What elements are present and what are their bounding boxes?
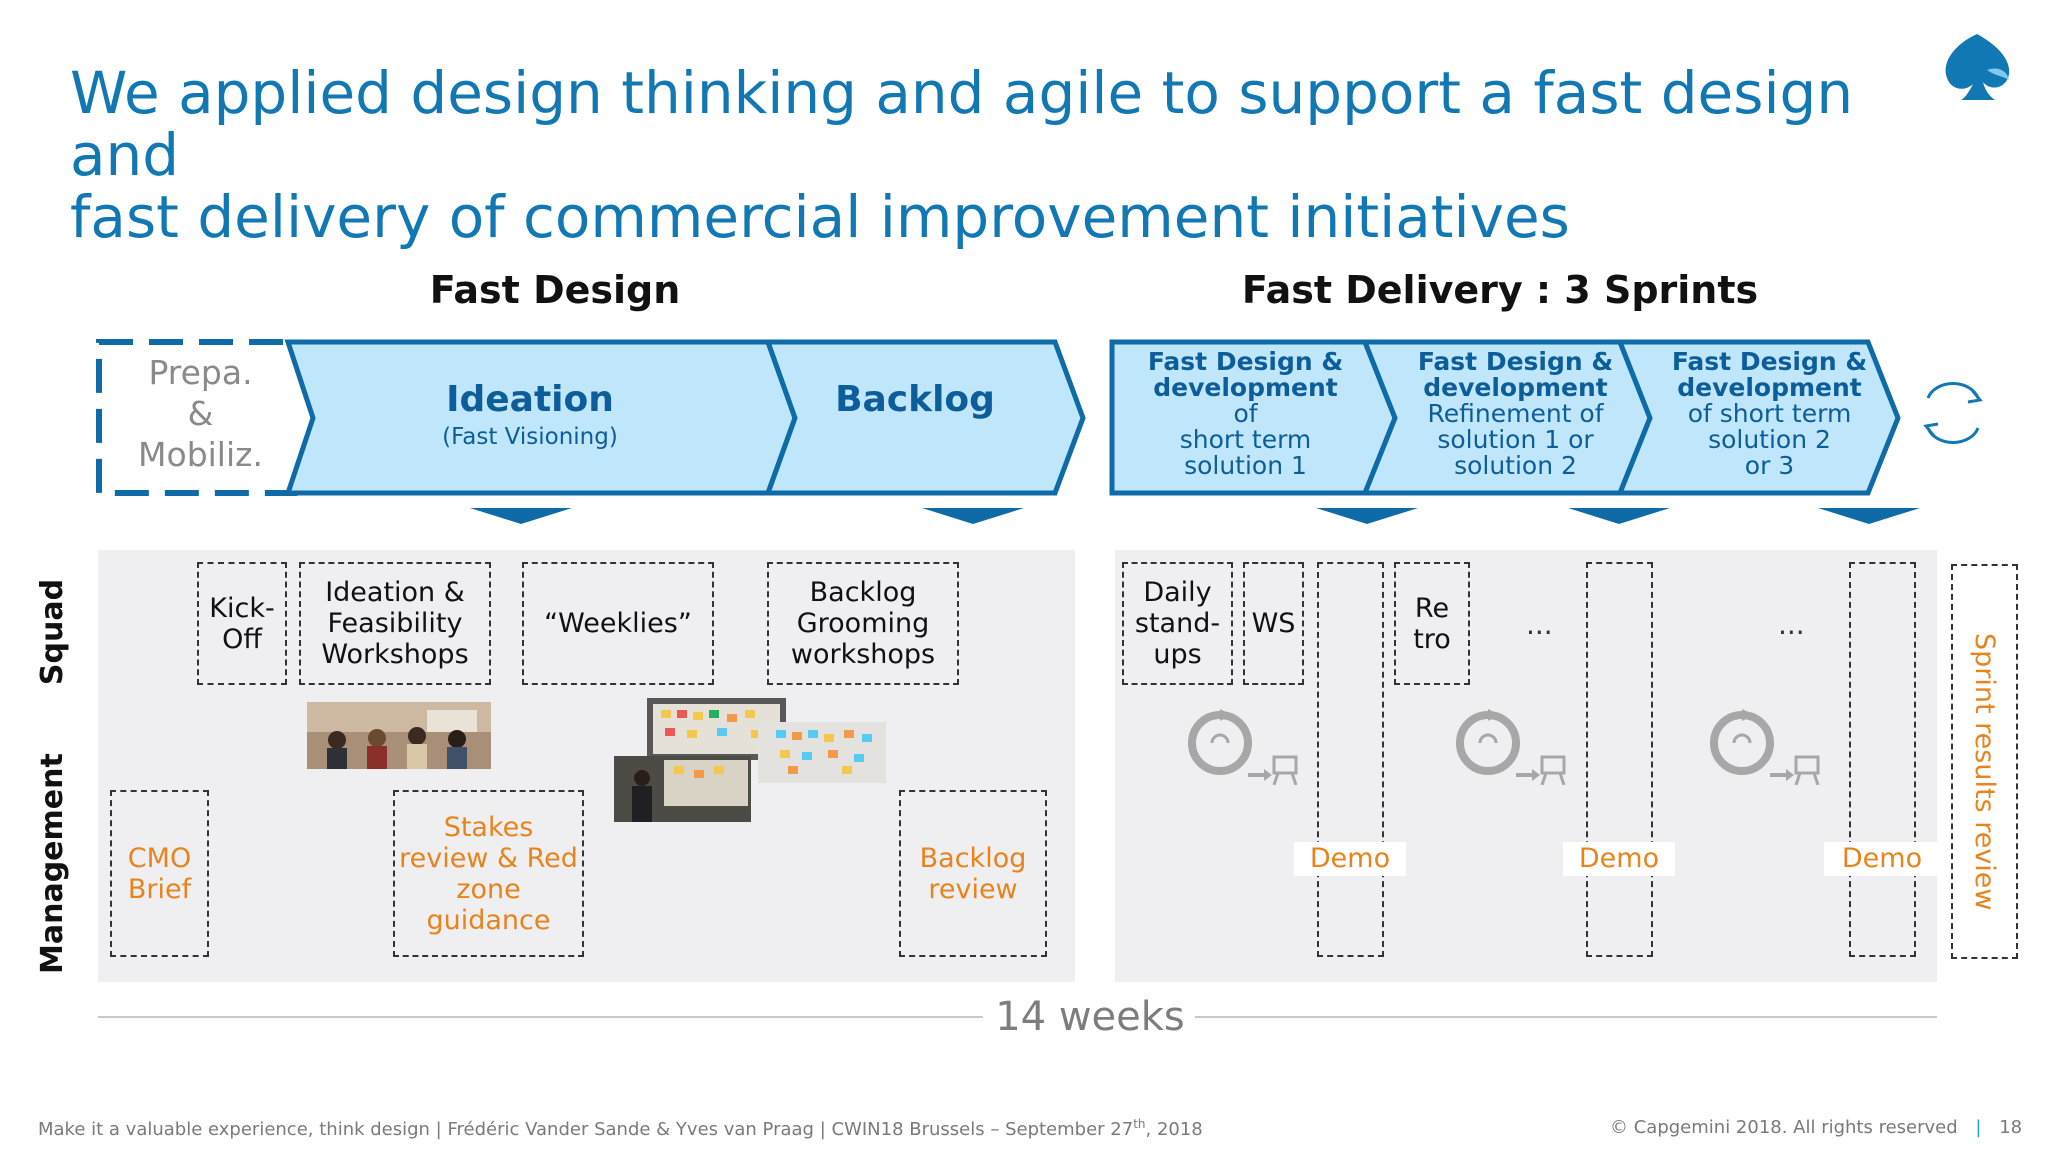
backlog-chevron [764,339,1086,496]
weeklies-photo-people [614,756,751,822]
backlog-photo [758,722,886,783]
demo-column-1 [1317,562,1384,957]
weeklies-photo-people-art [632,760,748,822]
demo-column-2 [1586,562,1653,957]
sprint-cycle-icon-1 [1188,709,1298,785]
weeklies-box: “Weeklies” [522,562,714,685]
design-panel [98,550,1075,982]
squad-row-label: Squad [35,578,70,686]
page-number: 18 [1999,1117,2023,1138]
kickoff-box: Kick-Off [197,562,287,685]
duration-label: 14 weeks [995,994,1185,1040]
title-line-2: fast delivery of commercial improvement … [70,183,1570,251]
title-line-1: We applied design thinking and agile to … [70,59,1854,189]
demo-label-2: Demo [1563,842,1675,876]
ws-box: WS [1243,562,1304,685]
ideation-label: Ideation (Fast Visioning) [442,379,618,450]
footer-left: Make it a valuable experience, think des… [38,1117,1203,1140]
backlog-label: Backlog [835,379,995,420]
ellipsis-1: ... [1526,608,1553,641]
sprint-results-review-label: Sprint results review [1969,633,2000,911]
cycle-arrows-icon [1923,381,1983,445]
fast-design-heading: Fast Design [429,268,681,312]
demo-label-3: Demo [1824,842,1940,876]
delivery-panel [1115,550,1937,982]
timeline-line-right [1195,1016,1937,1018]
capgemini-spade-logo [1945,34,2010,100]
sprint3-chevron [1616,339,1901,496]
sprint-cycle-icon-3 [1710,709,1820,785]
footer-divider: | [1975,1117,1982,1138]
management-row-label: Management [35,753,70,974]
demo-label-1: Demo [1294,842,1406,876]
timeline-line-left [98,1016,983,1018]
demo-column-3 [1849,562,1916,957]
pointer-backlog [922,508,1024,524]
pointer-sprint2 [1568,508,1670,524]
slide-title: We applied design thinking and agile to … [70,62,1930,248]
workshop-photo [307,702,491,769]
pointer-sprint1 [1316,508,1418,524]
workshop-photo-art [307,702,491,769]
pointer-ideation [470,508,572,524]
prepa-label: Prepa.&Mobiliz. [138,353,263,474]
sprint-results-review-box [1951,564,2018,959]
footer-right: © Capgemini 2018. All rights reserved | … [1610,1117,2023,1138]
sprint-cycle-icon-2 [1456,709,1566,785]
backlog-photo-art [776,730,872,774]
fast-delivery-heading: Fast Delivery : 3 Sprints [1241,268,1759,312]
ellipsis-2: ... [1778,608,1805,641]
pointer-sprint3 [1818,508,1920,524]
